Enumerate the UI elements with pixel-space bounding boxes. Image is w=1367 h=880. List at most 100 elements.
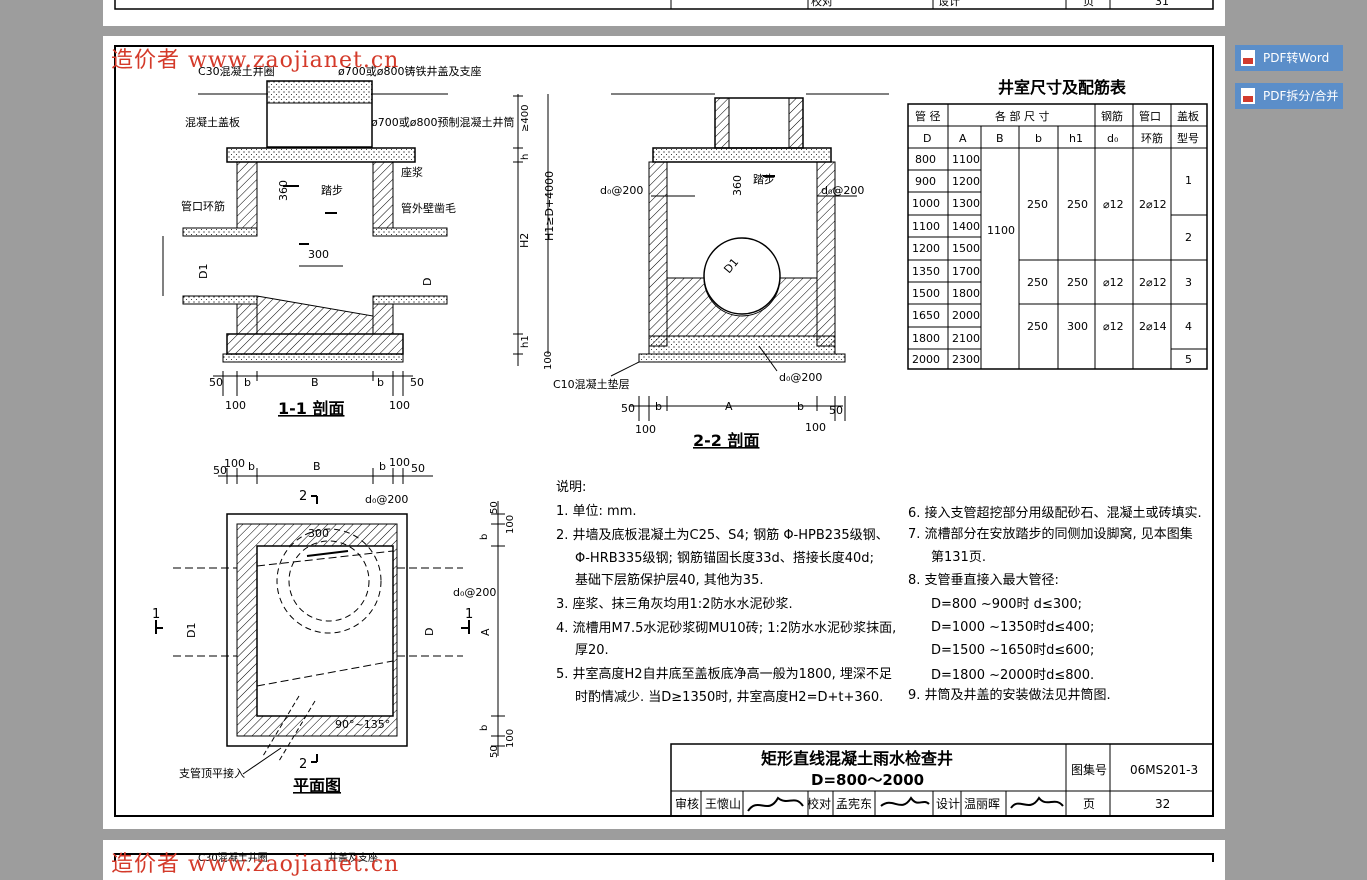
atlas-number: 06MS201-3 xyxy=(1130,763,1198,777)
th-pipe-diameter: 管 径 xyxy=(915,109,941,123)
pdf-to-word-button[interactable]: PDF转Word xyxy=(1235,45,1343,71)
cell-B-merged: 1100 xyxy=(987,224,1015,237)
cell-A: 2300 xyxy=(952,353,980,366)
dim-100-right: 100 xyxy=(389,399,410,412)
dim22-50-left: 50 xyxy=(621,402,635,415)
plan-label-branch: 支管顶平接入 xyxy=(179,766,245,780)
next-page: C30混凝土井圈 井盖及支座 造价者 www.zaojianet.cn xyxy=(103,840,1225,880)
cell-b-g1: 250 xyxy=(1027,198,1048,211)
dim-h: h xyxy=(520,154,531,160)
section-2-2-title: 2-2 剖面 xyxy=(693,431,759,450)
label-c10-cushion: C10混凝土垫层 xyxy=(553,377,630,391)
label-roughen: 管外壁凿毛 xyxy=(401,201,456,215)
plan-dim-b-bottom: b xyxy=(479,725,490,731)
th-cover: 盖板 xyxy=(1177,109,1199,123)
title-block: 矩形直线混凝土雨水检查井 D=800～2000 图集号 06MS201-3 页 … xyxy=(670,743,1214,817)
plan-dim-50-left: 50 xyxy=(213,464,227,477)
designer-signature xyxy=(1010,796,1064,809)
cell-A: 2000 xyxy=(952,309,980,322)
th-type: 型号 xyxy=(1177,131,1199,145)
checker-name: 孟宪东 xyxy=(836,796,872,811)
designer-name: 温丽晖 xyxy=(964,797,1000,811)
plan-label-d0-right: d₀@200 xyxy=(453,586,496,599)
table-title: 井室尺寸及配筋表 xyxy=(998,78,1127,97)
section-2-2: d₀@200 d₀@200 踏步 360 D1 C10混凝土垫层 d₀@200 … xyxy=(553,93,889,450)
note-line: D=1000 ~1350时d≤400; xyxy=(931,620,1094,635)
cell-D: 1800 xyxy=(912,332,940,345)
note-line: 2. 井墙及底板混凝土为C25、S4; 钢筋 Φ-HPB235级钢、 xyxy=(556,527,889,543)
watermark-next: 造价者 www.zaojianet.cn xyxy=(111,852,400,877)
design-label: 设计 xyxy=(936,797,960,811)
label-ring-bar: 管口环筋 xyxy=(181,199,225,213)
th-b: b xyxy=(1035,132,1042,145)
cell-type-2: 2 xyxy=(1185,231,1192,244)
dim-50-right: 50 xyxy=(410,376,424,389)
notes: 说明: 1. 单位: mm. 2. 井墙及底板混凝土为C25、S4; 钢筋 Φ-… xyxy=(556,480,1202,705)
dim22-100-left: 100 xyxy=(635,423,656,436)
th-h1: h1 xyxy=(1069,132,1083,145)
note-line: 时酌情减少. 当D≥1350时, 井室高度H2=D+t+360. xyxy=(575,689,883,705)
dim-b-right: b xyxy=(377,376,384,389)
atlas-label: 图集号 xyxy=(1071,762,1107,777)
watermark: 造价者 www.zaojianet.cn xyxy=(111,48,400,73)
label-d1: D1 xyxy=(197,264,210,279)
section-1-1-title: 1-1 剖面 xyxy=(278,399,344,418)
cell-A: 1400 xyxy=(952,220,980,233)
plan-dim-50-top: 50 xyxy=(489,501,500,514)
cell-A: 1100 xyxy=(952,153,980,166)
cell-d0-g2: ⌀12 xyxy=(1103,276,1124,289)
next-label-cover: 井盖及支座 xyxy=(328,851,378,862)
dim22-A: A xyxy=(725,400,733,413)
prev-check-label: 校对 xyxy=(811,0,833,8)
cell-h1-g3: 300 xyxy=(1067,320,1088,333)
note-line: 3. 座浆、抹三角灰均用1:2防水水泥砂浆. xyxy=(556,596,793,612)
prev-design-label: 设计 xyxy=(938,0,960,8)
plan-dim-b-right: b xyxy=(379,460,386,473)
note-line: 9. 井筒及井盖的安装做法见井筒图. xyxy=(908,687,1111,703)
note-line: 8. 支管垂直接入最大管径: xyxy=(908,572,1059,588)
note-line: 7. 流槽部分在安放踏步的同侧加设脚窝, 见本图集 xyxy=(908,526,1193,542)
cell-D: 800 xyxy=(915,153,936,166)
th-ring: 环筋 xyxy=(1141,131,1163,145)
cell-D: 1200 xyxy=(912,242,940,255)
th-A: A xyxy=(959,132,967,145)
cell-b-g3: 250 xyxy=(1027,320,1048,333)
note-line: 基础下层筋保护层40, 其他为35. xyxy=(575,572,763,588)
label-d0-bottom: d₀@200 xyxy=(779,371,822,384)
th-dimensions: 各 部 尺 寸 xyxy=(995,109,1050,123)
plan-dim-50-bottom: 50 xyxy=(489,745,500,758)
cell-D: 900 xyxy=(915,175,936,188)
note-line: 第131页. xyxy=(931,550,986,565)
cell-type-1: 1 xyxy=(1185,174,1192,187)
cell-d0-g1: ⌀12 xyxy=(1103,198,1124,211)
dim-b-left: b xyxy=(244,376,251,389)
label-precast-shaft: ø700或ø800预制混凝土井筒 xyxy=(371,115,514,129)
cell-A: 1800 xyxy=(952,287,980,300)
plan-dim-b-left: b xyxy=(248,460,255,473)
label-d: D xyxy=(421,278,434,286)
cell-D: 1100 xyxy=(912,220,940,233)
plan-view-title: 平面图 xyxy=(293,776,341,795)
cell-A: 1200 xyxy=(952,175,980,188)
page-number: 32 xyxy=(1155,797,1170,811)
dim-400: ≥400 xyxy=(520,105,531,132)
label-c30-ring: C30混凝土井圈 xyxy=(198,64,275,78)
label-step-22: 踏步 xyxy=(753,172,775,186)
th-D: D xyxy=(923,132,931,145)
plan-label-angle: 90°~135° xyxy=(335,718,390,731)
label-mortar-bed: 座浆 xyxy=(401,165,423,179)
pdf-split-merge-button[interactable]: PDF拆分/合并 xyxy=(1235,83,1343,109)
plan-dim-100-top: 100 xyxy=(505,515,516,534)
plan-cut-2-top: 2 xyxy=(299,489,307,504)
dim22-b-left: b xyxy=(655,400,662,413)
check-label: 校对 xyxy=(807,796,831,811)
pdf-file-icon xyxy=(1241,88,1255,104)
note-line: D=800 ~900时 d≤300; xyxy=(931,597,1082,612)
label-d0-left: d₀@200 xyxy=(600,184,643,197)
dim-B: B xyxy=(311,376,319,389)
page-label: 页 xyxy=(1083,797,1095,811)
reinforcement-table: 井室尺寸及配筋表 管 xyxy=(907,78,1208,370)
dim-50-left: 50 xyxy=(209,376,223,389)
cell-ring-g1: 2⌀12 xyxy=(1139,198,1167,211)
dim-100-left: 100 xyxy=(225,399,246,412)
